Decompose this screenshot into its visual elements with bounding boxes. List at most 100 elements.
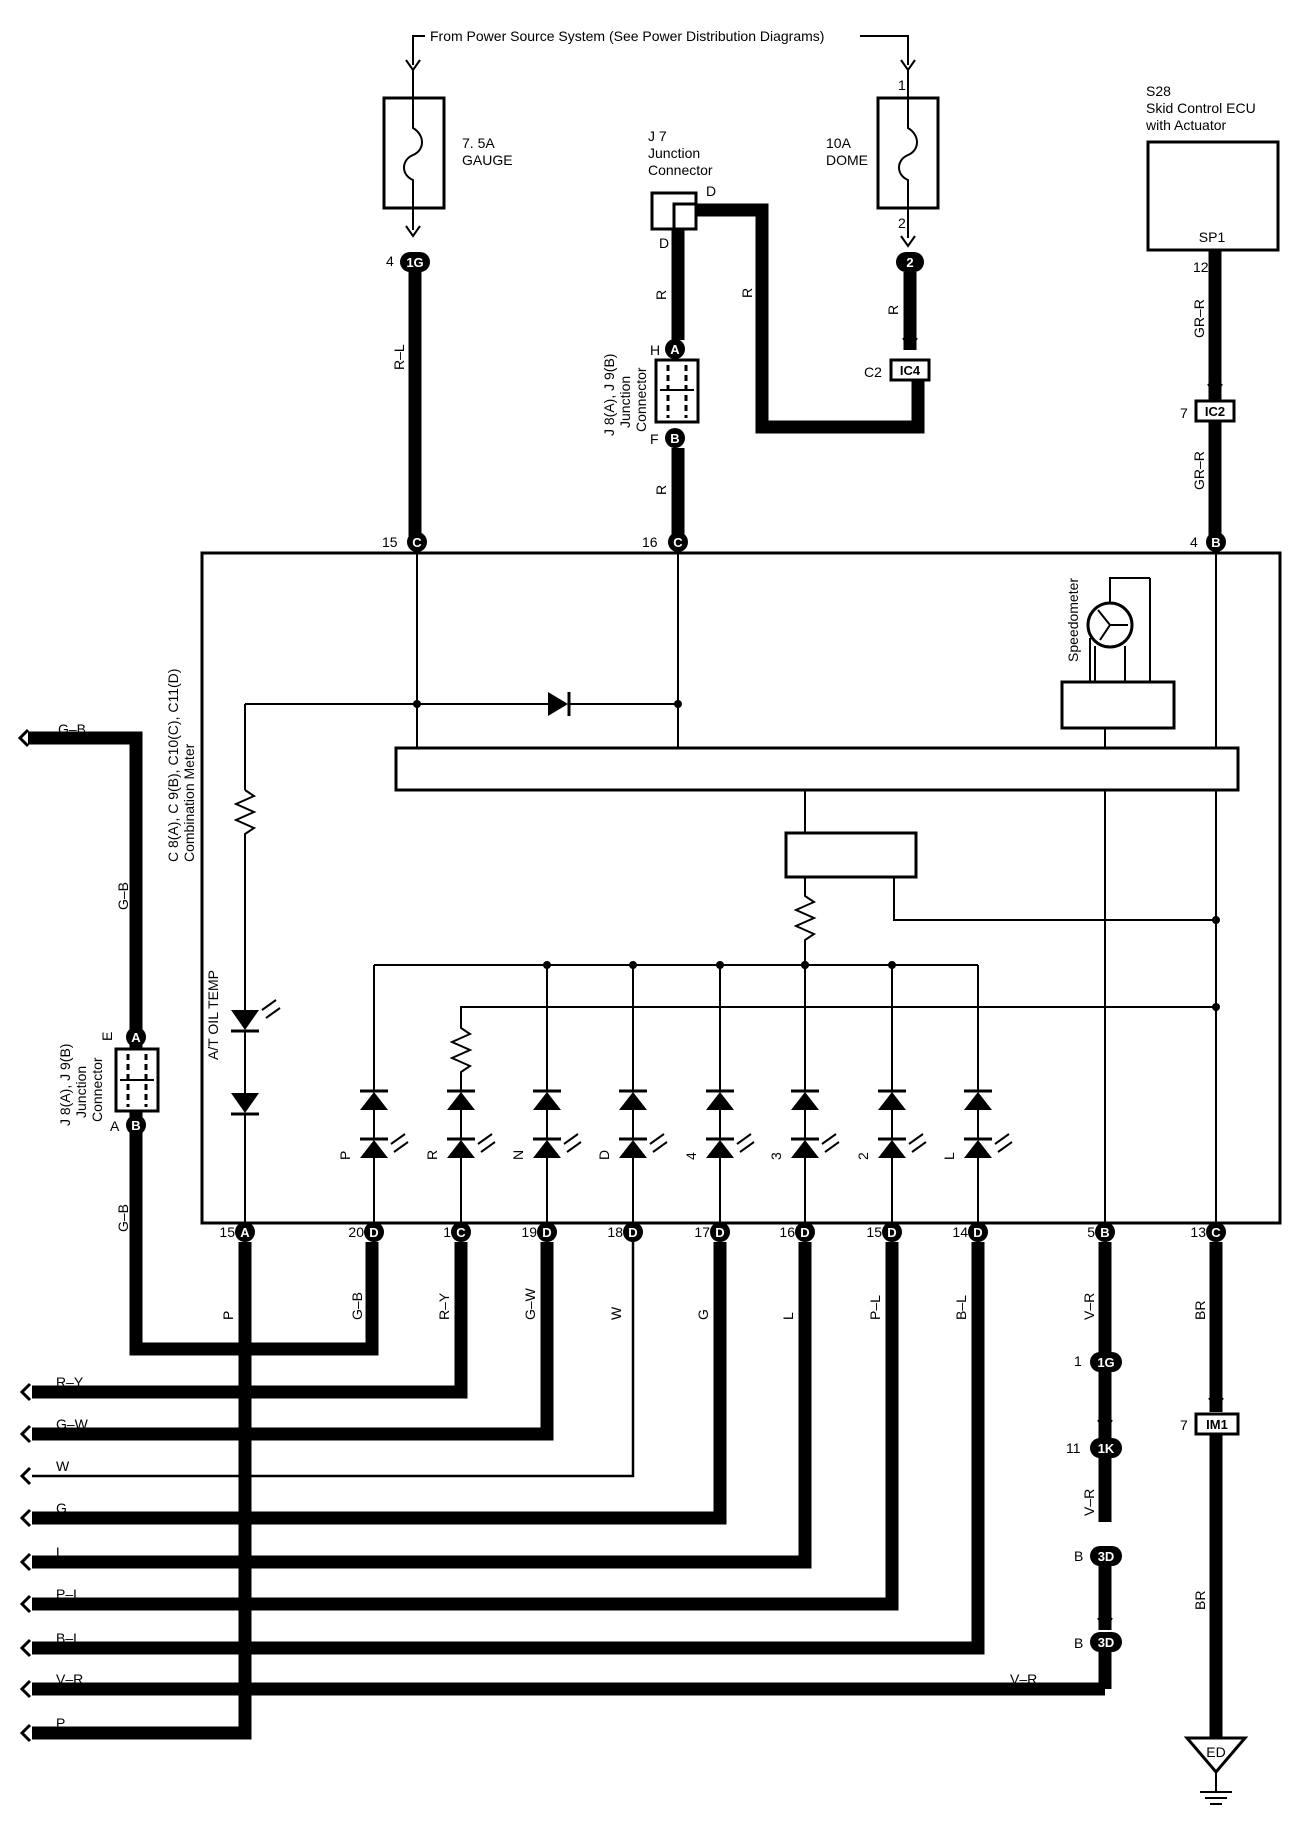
bus-wire-V–R: V–R bbox=[19, 1671, 1105, 1699]
bus-wire-label: P–L bbox=[56, 1586, 81, 1602]
dome-pin-out: 2 bbox=[898, 215, 906, 231]
s28-wire-color-a: GR–R bbox=[1191, 299, 1207, 338]
j8top-line3: Connector bbox=[633, 367, 649, 432]
svg-text:14: 14 bbox=[952, 1224, 968, 1240]
ic2-arrow-icon bbox=[1207, 383, 1223, 396]
bottom-pin-wire-color: W bbox=[608, 1306, 624, 1320]
svg-text:1G: 1G bbox=[406, 255, 423, 270]
ic4-connector: IC4 bbox=[889, 358, 931, 382]
left-gb-mid-color: G–B bbox=[115, 882, 131, 910]
top-pin-4b: 4 B bbox=[1190, 532, 1226, 552]
svg-text:15: 15 bbox=[382, 534, 398, 550]
power-source-text: From Power Source System (See Power Dist… bbox=[430, 28, 824, 44]
svg-text:A: A bbox=[240, 1225, 250, 1240]
j7-pin-top: D bbox=[706, 183, 716, 199]
svg-text:A: A bbox=[131, 1030, 141, 1045]
gear-led-label: P bbox=[337, 1151, 353, 1160]
s28-line1: Skid Control ECU bbox=[1146, 100, 1256, 116]
j8left-connector bbox=[114, 1047, 160, 1113]
speedometer-icon bbox=[1060, 577, 1176, 748]
svg-text:18: 18 bbox=[607, 1224, 623, 1240]
s28-pin-num: 12 bbox=[1193, 259, 1209, 275]
gauge-fuse-amp: 7. 5A bbox=[462, 135, 495, 151]
br-wire-color-bottom: BR bbox=[1192, 1591, 1208, 1610]
meter-line2: Combination Meter bbox=[181, 743, 197, 862]
svg-text:C: C bbox=[673, 535, 683, 550]
j7-down-wire-color: R bbox=[653, 290, 669, 300]
svg-text:D: D bbox=[800, 1225, 809, 1240]
gauge-arrow-icon bbox=[405, 225, 421, 238]
svg-text:C: C bbox=[456, 1225, 466, 1240]
j8top-pin-a: H bbox=[650, 342, 660, 358]
svg-text:11: 11 bbox=[1066, 1440, 1081, 1456]
j8top-connector bbox=[654, 358, 700, 424]
svg-text:20: 20 bbox=[348, 1224, 364, 1240]
s28-wire-color-b: GR–R bbox=[1191, 451, 1207, 490]
bus-wire-R–Y: R–Y bbox=[19, 1242, 468, 1402]
bus-wire-P: P bbox=[19, 1242, 252, 1743]
vr-wire-color-mid: V–R bbox=[1081, 1489, 1097, 1516]
svg-text:A: A bbox=[670, 342, 680, 357]
at-oil-temp-label: A/T OIL TEMP bbox=[205, 970, 221, 1060]
svg-text:2: 2 bbox=[906, 255, 913, 270]
top-pin-16c: 16 C bbox=[642, 532, 688, 552]
j8left-line3: Connector bbox=[89, 1057, 105, 1122]
v3d-b-connector: B 3D bbox=[1074, 1632, 1122, 1652]
gear-led-label: L bbox=[941, 1152, 957, 1160]
bus-wire-B–L: B–L bbox=[19, 1242, 985, 1658]
svg-text:3D: 3D bbox=[1098, 1635, 1115, 1650]
meter-line1: C 8(A), C 9(B), C10(C), C11(D) bbox=[165, 669, 181, 862]
s28-pin: SP1 bbox=[1199, 229, 1226, 245]
bus-wire-W: W bbox=[19, 1242, 635, 1486]
im1-connector: IM1 bbox=[1194, 1412, 1240, 1436]
dome-pin-in: 1 bbox=[898, 77, 906, 93]
bottom-pin-wire-color: G–W bbox=[522, 1287, 538, 1320]
bus-wire-label: G–W bbox=[56, 1416, 89, 1432]
bottom-pin-wire-color: G–B bbox=[349, 1292, 365, 1320]
bottom-pin-wire-color: P–L bbox=[867, 1295, 883, 1320]
vr-wire-color-bottom: V–R bbox=[1010, 1671, 1037, 1687]
svg-text:D: D bbox=[887, 1225, 896, 1240]
gauge-fuse-name: GAUGE bbox=[462, 152, 513, 168]
gauge-fuse bbox=[382, 70, 446, 230]
gear-led-N: N bbox=[510, 961, 582, 1222]
bottom-pin-wire-color: R–Y bbox=[436, 1292, 452, 1320]
j7-connector bbox=[650, 191, 698, 231]
svg-text:3D: 3D bbox=[1098, 1549, 1115, 1564]
speedometer-label: Speedometer bbox=[1065, 578, 1081, 662]
svg-text:B: B bbox=[670, 431, 679, 446]
s28-id: S28 bbox=[1146, 83, 1171, 99]
svg-text:C: C bbox=[412, 535, 422, 550]
bottom-pin-wire-color: P bbox=[220, 1311, 236, 1320]
svg-text:B: B bbox=[1211, 535, 1220, 550]
im1-arrow-icon bbox=[1208, 1397, 1224, 1410]
j8left-line1: J 8(A), J 9(B) bbox=[57, 1044, 73, 1126]
j8top-badge-b: B bbox=[665, 428, 685, 448]
bus-wire-label: B–L bbox=[56, 1630, 81, 1646]
gear-led-3: 3 bbox=[768, 961, 840, 1222]
gear-led-label: 2 bbox=[855, 1152, 871, 1160]
j8top-badge-a: A bbox=[665, 339, 685, 359]
gear-led-2: 2 bbox=[855, 961, 927, 1222]
combination-meter-box bbox=[200, 551, 1282, 1225]
dome-wire-color: R bbox=[885, 305, 901, 315]
j7-line1: Junction bbox=[648, 145, 700, 161]
j8left-badge-a: A bbox=[126, 1027, 146, 1047]
gear-led-label: R bbox=[424, 1150, 440, 1160]
svg-text:D: D bbox=[715, 1225, 724, 1240]
svg-text:4: 4 bbox=[1190, 534, 1198, 550]
bus-wire-G: G bbox=[19, 1242, 727, 1528]
svg-text:IC2: IC2 bbox=[1205, 404, 1225, 419]
ground-icon bbox=[1183, 1736, 1249, 1805]
bottom-pin-wire-color: B–L bbox=[953, 1295, 969, 1320]
bus-wire-label: R–Y bbox=[56, 1374, 84, 1390]
